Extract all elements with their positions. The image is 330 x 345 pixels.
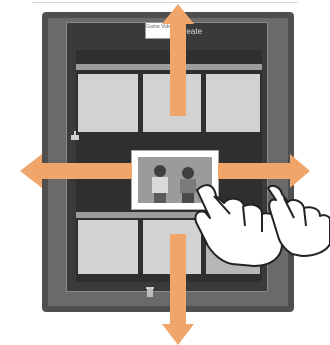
pinch-hand-icon	[195, 185, 282, 266]
